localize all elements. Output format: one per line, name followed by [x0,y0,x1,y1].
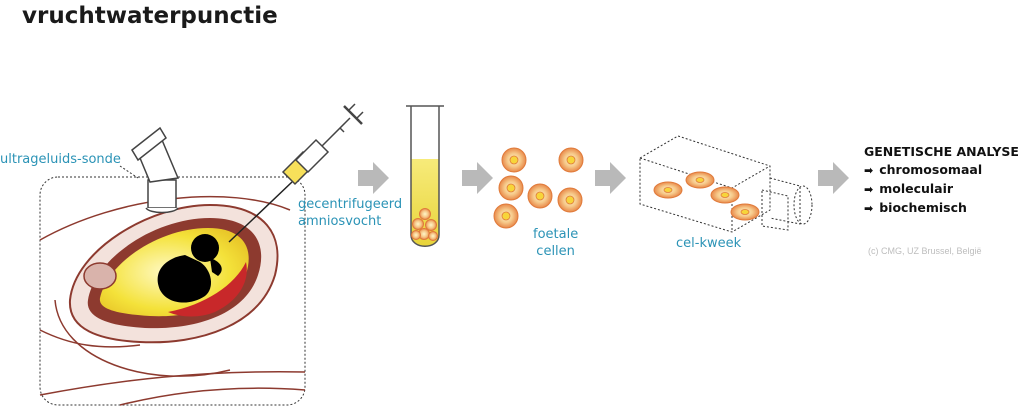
syringe [228,103,364,243]
cells-label-line1: foetale [533,227,579,242]
ultrasound-probe [131,126,180,214]
cell-culture-label: cel-kweek [676,236,742,251]
fluid-label-line2: amniosvocht [298,214,382,229]
fetal-cells-label: foetale cellen [533,226,578,260]
copyright-credit: (c) CMG, UZ Brussel, België [868,246,982,256]
test-tube [406,105,444,247]
arrow-2 [462,162,493,194]
page-title: vruchtwaterpunctie [22,3,278,29]
analysis-item-chromosomal: chromosomaal [864,161,1019,180]
genetic-analysis-block: GENETISCHE ANALYSE chromosomaal molecula… [864,143,1019,218]
process-arrows [358,162,849,194]
ultrasound-field-box [39,176,306,406]
analysis-heading: GENETISCHE ANALYSE [864,144,1019,159]
arrow-3 [595,162,626,194]
cells-label-line2: cellen [536,244,575,259]
analysis-item-molecular: moleculair [864,180,1019,199]
fetus [157,234,222,303]
centrifuged-fluid-label: gecentrifugeerd amniosvocht [298,196,402,230]
culture-cells [653,171,760,221]
probe-leader-line [119,165,139,179]
tube-cell-pellet [411,208,438,241]
analysis-item-biochemical: biochemisch [864,199,1019,218]
fluid-label-line1: gecentrifugeerd [298,197,403,212]
ultrasound-probe-label: ultrageluids-sonde [0,152,121,167]
fetal-cells [493,147,584,229]
arrow-1 [358,162,389,194]
arrow-4 [818,162,849,194]
